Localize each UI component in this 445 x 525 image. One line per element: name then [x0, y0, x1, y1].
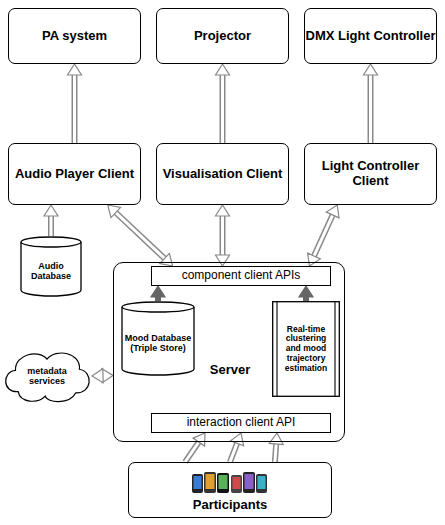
process-box: Projector: [156, 8, 289, 64]
hollow-arrow: [364, 64, 378, 143]
database-cylinder: Audio Database: [20, 236, 82, 296]
api-box: component client APIs: [151, 266, 331, 286]
api-box: interaction client API: [151, 413, 331, 433]
node-label: Audio Player Client: [15, 167, 134, 182]
hollow-arrow: [108, 205, 173, 266]
process-box: Visualisation Client: [156, 143, 289, 205]
node-label: interaction client API: [187, 416, 296, 430]
hollow-arrow: [308, 205, 339, 266]
node-label: Visualisation Client: [163, 167, 283, 182]
node-label: Real-time clustering and mood trajectory…: [279, 325, 333, 374]
node-label: Audio Database: [20, 261, 82, 282]
process-box: PA system: [8, 8, 141, 64]
hollow-arrow: [216, 205, 230, 266]
node-label: Light Controller Client: [305, 159, 436, 189]
node-label: metadata services: [14, 366, 80, 387]
database-cylinder: Mood Database (Triple Store): [121, 301, 195, 375]
data-arrow: [299, 286, 313, 301]
hollow-arrow: [185, 433, 205, 462]
process-box: DMX Light Controller: [304, 8, 437, 64]
node-label: PA system: [42, 29, 107, 44]
node-label: DMX Light Controller: [306, 29, 436, 44]
hollow-arrow: [44, 205, 58, 236]
hollow-arrow: [230, 433, 244, 462]
hollow-arrow: [68, 64, 82, 143]
cloud-shape: metadata services: [2, 348, 92, 404]
node-label: Projector: [194, 29, 251, 44]
hollow-arrow: [216, 64, 230, 143]
node-label: Server: [194, 363, 266, 378]
hollow-arrow: [269, 433, 283, 462]
participants-box: Participants: [128, 462, 332, 518]
process-box: Light Controller Client: [304, 143, 437, 205]
process-box: Audio Player Client: [8, 143, 141, 205]
hollow-arrow: [92, 369, 113, 383]
data-arrow: [151, 286, 165, 301]
phone-icons: [190, 470, 270, 496]
node-label: Participants: [193, 498, 267, 513]
node-label: component client APIs: [182, 269, 301, 283]
node-label: Mood Database (Triple Store): [121, 333, 195, 354]
process-symbol: Real-time clustering and mood trajectory…: [272, 301, 340, 397]
server-box: Server component client APIsMood Database…: [113, 262, 345, 442]
